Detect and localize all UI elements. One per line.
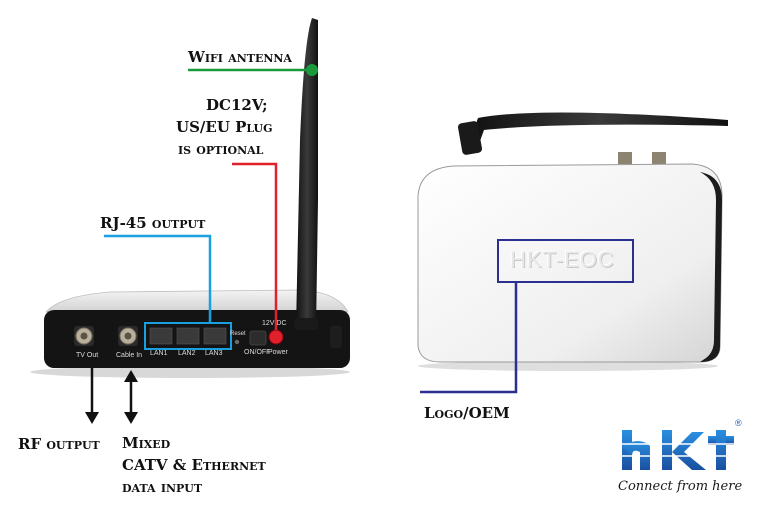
power-port-label: Power — [268, 349, 288, 356]
hkt-logo-mark — [618, 430, 738, 470]
router-top — [45, 289, 349, 313]
dc12v-label-line1: DC12V; — [206, 96, 268, 114]
cable-in-port-label: Cable In — [116, 352, 143, 359]
mixed-input-label-line2: CATV & Ethernet — [122, 456, 266, 474]
router-front-view — [30, 18, 350, 378]
lan3-port-label: LAN3 — [205, 350, 223, 357]
reset-button — [234, 339, 240, 345]
router-top-view — [417, 112, 728, 371]
tv-out-connector — [74, 326, 94, 346]
rf-output-label: RF output — [18, 435, 100, 453]
logo-highlight-box — [497, 239, 634, 283]
router2-shadow — [418, 361, 718, 371]
lan2-port-label: LAN2 — [178, 350, 196, 357]
rj45-highlight-box — [144, 322, 232, 350]
router-antenna — [296, 18, 318, 330]
router2-side-edge — [700, 172, 722, 362]
registered-mark: ® — [735, 418, 742, 428]
rj45-output-label: RJ-45 output — [100, 214, 206, 232]
antenna-base — [294, 318, 318, 330]
mixed-input-label-line1: Mixed — [122, 434, 171, 452]
cable-in-connector — [118, 326, 138, 346]
router-side-cap — [330, 326, 342, 348]
reset-port-label: Reset — [230, 331, 246, 337]
brand-tagline: Connect from here — [618, 479, 743, 494]
lan-ports — [149, 327, 227, 345]
dc12v-label-line3: is optional — [178, 140, 264, 158]
rj45-callout-line — [104, 234, 212, 323]
tv-out-port-label: TV Out — [76, 352, 99, 359]
router2-connector-1 — [618, 152, 632, 164]
wifi-callout-dot — [306, 64, 318, 76]
power-callout-line — [232, 162, 278, 330]
rf-output-arrow — [85, 366, 99, 424]
dc12v-label-line2: US/EU Plug — [176, 118, 273, 136]
logo-oem-label: Logo/OEM — [424, 404, 510, 422]
logo-callout-line — [420, 282, 518, 394]
on-off-switch — [249, 330, 267, 346]
router-shadow — [30, 366, 350, 378]
router2-connector-2 — [652, 152, 666, 164]
wifi-antenna-label: Wifi antenna — [188, 48, 292, 66]
router2-antenna — [470, 112, 728, 152]
on-off-port-label: ON/OFF — [244, 349, 271, 356]
device-brand-emboss: HKT-EOC — [510, 247, 615, 272]
dc-in-port-label: 12V DC — [262, 320, 287, 327]
lan1-port-label: LAN1 — [150, 350, 168, 357]
power-jack — [268, 329, 284, 345]
mixed-input-arrow — [124, 370, 138, 424]
router2-antenna-base — [458, 121, 482, 155]
mixed-input-label-line3: data input — [122, 478, 203, 496]
